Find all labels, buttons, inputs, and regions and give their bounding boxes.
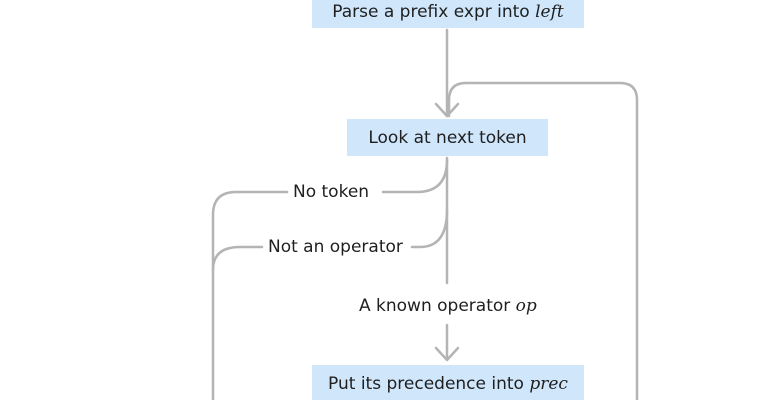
- edge-label-no-token: No token: [293, 182, 370, 202]
- node-look-next-token: Look at next token: [347, 119, 548, 156]
- edge-label-known-operator-var: op: [515, 296, 537, 316]
- edge-not-operator-left: [211, 245, 264, 272]
- edge-no-token-left: [211, 190, 289, 400]
- node-look-next-token-text: Look at next token: [368, 127, 527, 148]
- edge-no-token: [381, 158, 449, 194]
- edge-loop-back: [447, 81, 639, 400]
- node-parse-prefix-text: Parse a prefix expr into: [332, 2, 530, 22]
- edge-label-known-operator-text: A known operator: [359, 296, 511, 316]
- node-put-precedence-var: prec: [529, 374, 568, 394]
- node-put-precedence: Put its precedence into prec: [312, 365, 584, 400]
- arrowhead-prec: [434, 346, 460, 362]
- edge-not-operator: [410, 208, 449, 249]
- edge-label-not-operator: Not an operator: [268, 237, 403, 257]
- edge-label-known-operator: A known operator op: [359, 296, 537, 316]
- node-put-precedence-text: Put its precedence into: [328, 374, 524, 394]
- arrowhead-look: [434, 102, 460, 118]
- node-parse-prefix: Parse a prefix expr into left: [312, 0, 584, 28]
- node-parse-prefix-var: left: [535, 2, 564, 22]
